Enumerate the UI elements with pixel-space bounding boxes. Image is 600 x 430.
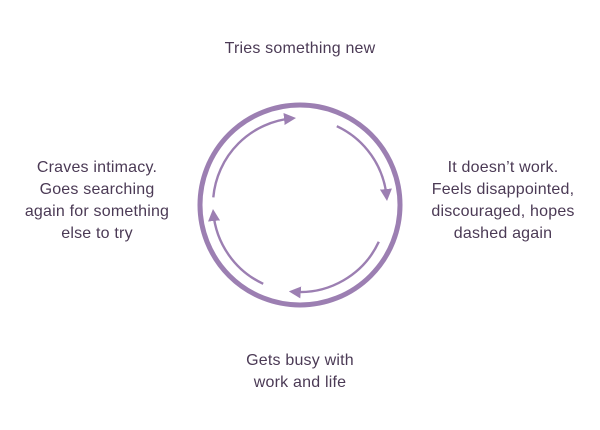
label-craves-intimacy: Craves intimacy. Goes searching again fo… xyxy=(24,159,170,243)
cycle-arrow-bottom xyxy=(288,241,380,299)
cycle-ring xyxy=(197,102,403,308)
label-gets-busy: Gets busy with work and life xyxy=(246,352,354,392)
label-tries-something-new: Tries something new xyxy=(224,40,376,57)
cycle-arrow-right xyxy=(336,125,392,201)
label-it-doesnt-work: It doesn’t work. Feels disappointed, dis… xyxy=(431,159,575,243)
cycle-arrow-left xyxy=(208,209,264,285)
cycle-arrow-top xyxy=(212,113,296,198)
